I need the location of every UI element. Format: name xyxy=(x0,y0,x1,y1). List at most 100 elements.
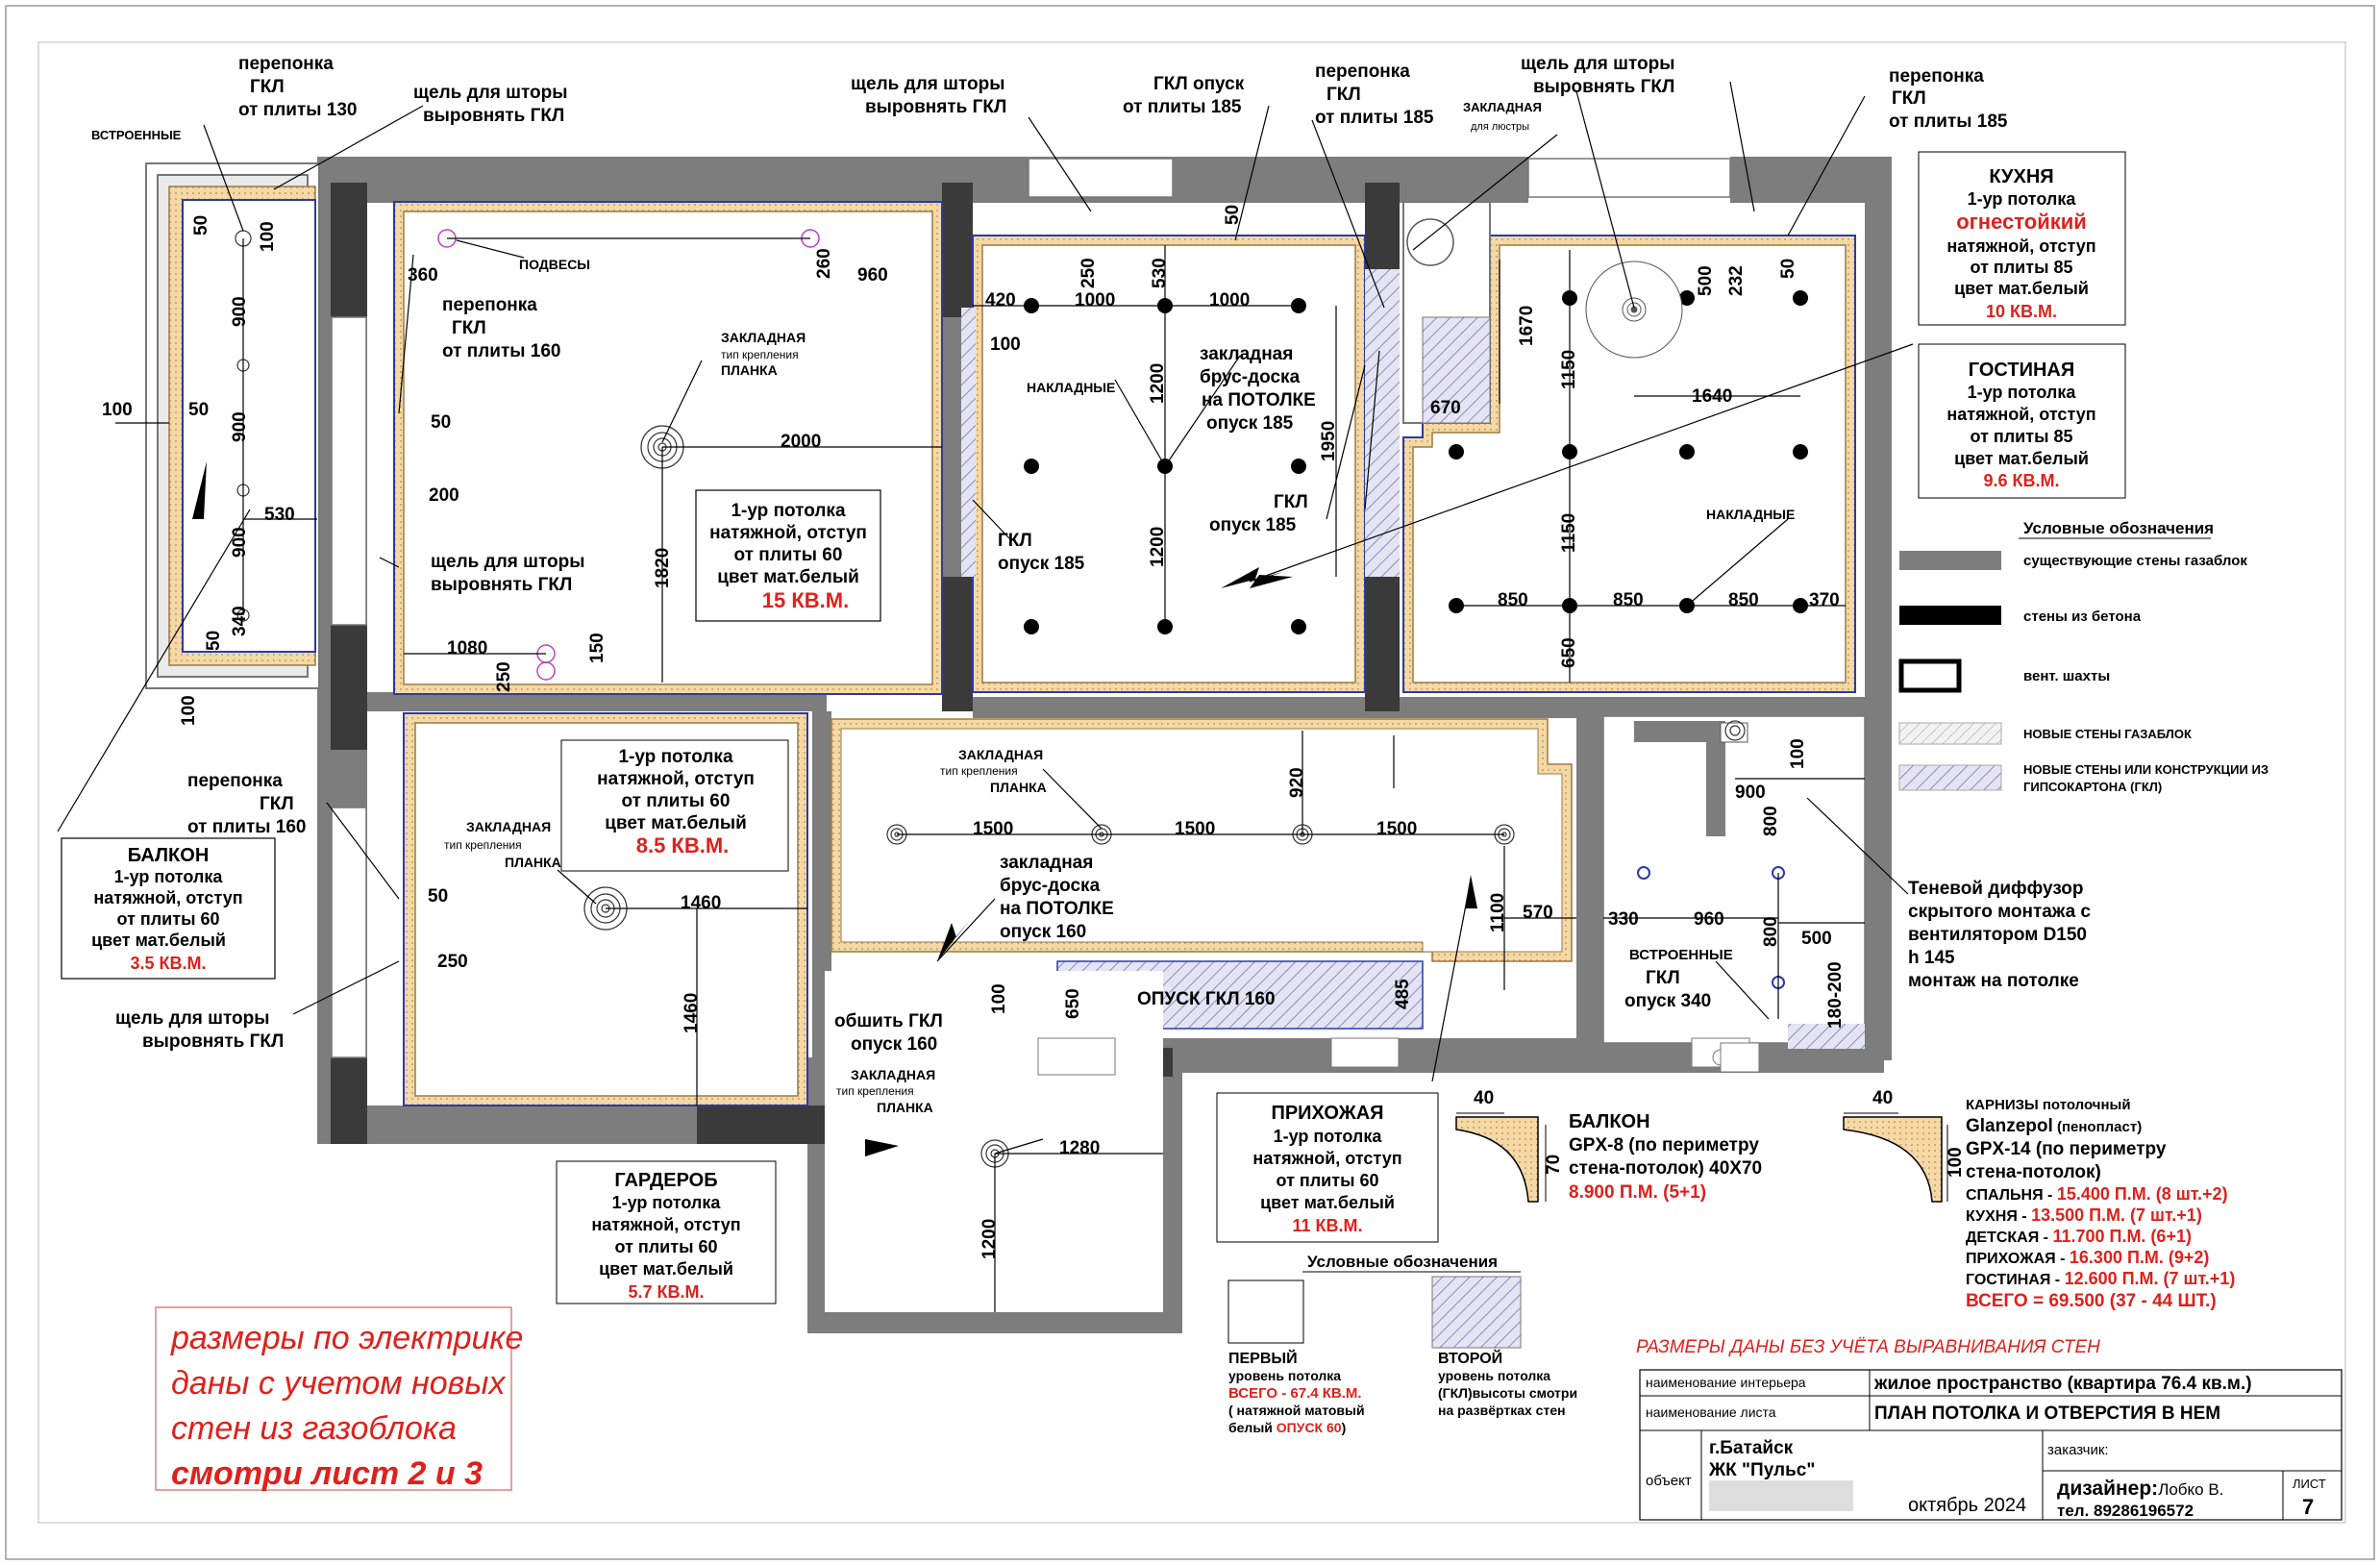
svg-text:щель для шторы: щель для шторы xyxy=(115,1008,269,1029)
svg-text:1200: 1200 xyxy=(1148,527,1168,567)
svg-text:500: 500 xyxy=(1696,265,1716,296)
svg-text:960: 960 xyxy=(857,265,888,286)
svg-text:уровень потолка: уровень потолка xyxy=(1438,1368,1550,1383)
svg-text:ПЛАНКА: ПЛАНКА xyxy=(877,1100,933,1115)
svg-text:наименование листа: наименование листа xyxy=(1646,1404,1776,1420)
svg-text:1200: 1200 xyxy=(1148,363,1168,404)
cornice-balcony-profile xyxy=(1455,1112,1547,1203)
svg-text:брус-доска: брус-доска xyxy=(1200,367,1301,387)
svg-text:1000: 1000 xyxy=(1075,290,1115,311)
svg-text:ВСЕГО = 69.500 (37 - 44 ШТ.): ВСЕГО = 69.500 (37 - 44 ШТ.) xyxy=(1966,1291,2217,1311)
svg-text:ГОСТИНАЯ - 12.600 П.М. (7 шт.+: ГОСТИНАЯ - 12.600 П.М. (7 шт.+1) xyxy=(1966,1269,2235,1288)
svg-text:1-ур потолка: 1-ур потолка xyxy=(1274,1127,1383,1146)
bath-dims: 100 900 800 800 330 960 500 180-200 xyxy=(1608,738,1846,1029)
svg-text:100: 100 xyxy=(1946,1147,1966,1178)
svg-text:опуск 185: опуск 185 xyxy=(1206,413,1294,434)
svg-text:опуск 160: опуск 160 xyxy=(1000,922,1086,942)
dimension-lines xyxy=(115,237,1865,1312)
svg-text:перепонка: перепонка xyxy=(1889,66,1984,87)
svg-text:натяжной, отступ: натяжной, отступ xyxy=(591,1215,740,1234)
svg-text:брус-доска: брус-доска xyxy=(1000,876,1101,896)
balcony-note-box: БАЛКОН 1-ур потолка натяжной, отступ от … xyxy=(91,845,243,973)
svg-text:2000: 2000 xyxy=(781,432,821,452)
svg-text:850: 850 xyxy=(1498,590,1528,610)
svg-text:на ПОТОЛКЕ: на ПОТОЛКЕ xyxy=(1202,390,1316,410)
svg-text:530: 530 xyxy=(264,505,295,525)
svg-text:850: 850 xyxy=(1613,590,1644,610)
living-note: ГОСТИНАЯ 1-ур потолка натяжной, отступ о… xyxy=(1946,360,2095,490)
svg-text:150: 150 xyxy=(587,633,607,663)
svg-text:щель для шторы: щель для шторы xyxy=(1521,54,1674,74)
garderob-note: ГАРДЕРОБ 1-ур потолка натяжной, отступ о… xyxy=(591,1170,740,1302)
svg-text:тел. 89286196572: тел. 89286196572 xyxy=(2057,1502,2194,1520)
svg-text:ПЛАН ПОТОЛКА И ОТВЕРСТИЯ В НЕМ: ПЛАН ПОТОЛКА И ОТВЕРСТИЯ В НЕМ xyxy=(1874,1404,2220,1424)
windows xyxy=(331,158,1731,1058)
arrows xyxy=(192,461,1477,1156)
svg-text:цвет мат.белый: цвет мат.белый xyxy=(1260,1193,1395,1212)
bedroom-box-text: 1-ур потолка натяжной, отступ от плиты 6… xyxy=(709,501,867,612)
svg-text:щель для шторы: щель для шторы xyxy=(431,552,584,572)
svg-text:перепонка: перепонка xyxy=(187,771,283,791)
svg-text:50: 50 xyxy=(431,412,451,433)
svg-text:перепонка: перепонка xyxy=(238,54,334,74)
svg-text:GPX-14 (по периметру: GPX-14 (по периметру xyxy=(1966,1139,2167,1159)
svg-text:1100: 1100 xyxy=(1488,893,1508,932)
svg-text:от плиты 60: от плиты 60 xyxy=(117,909,220,929)
svg-text:СПАЛЬНЯ - 15.400 П.М. (8 шт.+2: СПАЛЬНЯ - 15.400 П.М. (8 шт.+2) xyxy=(1966,1184,2228,1204)
svg-text:цвет мат.белый: цвет мат.белый xyxy=(599,1259,733,1279)
svg-text:180-200: 180-200 xyxy=(1825,961,1846,1029)
svg-text:для люстры: для люстры xyxy=(1471,121,1529,133)
svg-text:НАКЛАДНЫЕ: НАКЛАДНЫЕ xyxy=(1027,380,1115,395)
svg-text:от плиты 85: от плиты 85 xyxy=(1971,427,2073,446)
svg-text:от плиты 185: от плиты 185 xyxy=(1315,108,1434,128)
svg-text:850: 850 xyxy=(1728,590,1759,610)
legend: Условные обозначения существующие стены … xyxy=(1898,519,2268,794)
svg-text:г.Батайск: г.Батайск xyxy=(1709,1438,1794,1458)
hall-dims: 920 1500 1500 1500 1100 570 650 485 100 … xyxy=(973,767,1553,1259)
balcony-shel: щель для шторы выровнять ГКЛ xyxy=(115,1008,284,1052)
svg-text:50: 50 xyxy=(191,215,211,236)
svg-text:стен из газоблока: стен из газоблока xyxy=(171,1410,457,1447)
svg-text:щель для шторы: щель для шторы xyxy=(413,83,567,103)
svg-text:50: 50 xyxy=(1223,205,1243,225)
svg-text:8.5 КВ.М.: 8.5 КВ.М. xyxy=(636,833,730,857)
svg-text:1640: 1640 xyxy=(1692,386,1732,407)
svg-text:ПЛАНКА: ПЛАНКА xyxy=(990,780,1047,795)
red-note: размеры по электрике даны с учетом новых… xyxy=(170,1320,523,1492)
svg-text:объект: объект xyxy=(1646,1473,1692,1489)
svg-text:ЛИСТ: ЛИСТ xyxy=(2293,1477,2326,1491)
svg-text:900: 900 xyxy=(230,296,250,327)
svg-text:ГИПСОКАРТОНА (ГКЛ): ГИПСОКАРТОНА (ГКЛ) xyxy=(2023,780,2162,794)
svg-text:ГКЛ: ГКЛ xyxy=(250,77,285,97)
svg-text:260: 260 xyxy=(814,248,834,279)
svg-text:670: 670 xyxy=(1430,398,1461,418)
svg-text:330: 330 xyxy=(1608,909,1639,930)
svg-text:GPX-8 (по периметру: GPX-8 (по периметру xyxy=(1569,1135,1759,1155)
svg-text:опуск 160: опуск 160 xyxy=(851,1034,937,1055)
svg-text:выровнять ГКЛ: выровнять ГКЛ xyxy=(1533,77,1674,97)
svg-text:опуск 185: опуск 185 xyxy=(998,554,1085,574)
svg-text:на развёртках стен: на развёртках стен xyxy=(1438,1403,1566,1418)
svg-text:жилое пространство (квартира 7: жилое пространство (квартира 76.4 кв.м.) xyxy=(1873,1374,2252,1394)
wardrobe-labels: ЗАКЛАДНАЯ тип крепления ПЛАНКА xyxy=(444,819,561,870)
svg-text:закладная: закладная xyxy=(1200,344,1293,364)
svg-text:ОПУСК ГКЛ 160: ОПУСК ГКЛ 160 xyxy=(1137,989,1276,1009)
svg-text:стена-потолок) 40Х70: стена-потолок) 40Х70 xyxy=(1569,1158,1762,1179)
svg-text:ГКЛ: ГКЛ xyxy=(998,531,1032,551)
kitchen-note: КУХНЯ 1-ур потолка огнестойкий натяжной,… xyxy=(1946,166,2095,321)
svg-text:РАЗМЕРЫ ДАНЫ БЕЗ УЧЁТА ВЫРАВНИ: РАЗМЕРЫ ДАНЫ БЕЗ УЧЁТА ВЫРАВНИВАНИЯ СТЕН xyxy=(1636,1337,2100,1357)
svg-text:БАЛКОН: БАЛКОН xyxy=(128,845,210,866)
svg-text:530: 530 xyxy=(1150,258,1170,288)
svg-text:ЖК "Пульс": ЖК "Пульс" xyxy=(1708,1460,1815,1480)
svg-text:3.5 КВ.М.: 3.5 КВ.М. xyxy=(130,954,206,973)
svg-text:1950: 1950 xyxy=(1319,421,1339,461)
svg-text:100: 100 xyxy=(258,221,278,252)
svg-text:900: 900 xyxy=(1735,782,1766,803)
svg-text:ГКЛ: ГКЛ xyxy=(452,318,486,338)
svg-text:ПРИХОЖАЯ - 16.300 П.М. (9+2): ПРИХОЖАЯ - 16.300 П.М. (9+2) xyxy=(1966,1248,2209,1267)
leader-lines xyxy=(57,81,1914,1155)
svg-text:существующие стены газаблок: существующие стены газаблок xyxy=(2023,553,2247,569)
svg-text:200: 200 xyxy=(429,485,459,506)
svg-text:ЗАКЛАДНАЯ: ЗАКЛАДНАЯ xyxy=(958,747,1043,762)
svg-text:800: 800 xyxy=(1761,806,1781,836)
